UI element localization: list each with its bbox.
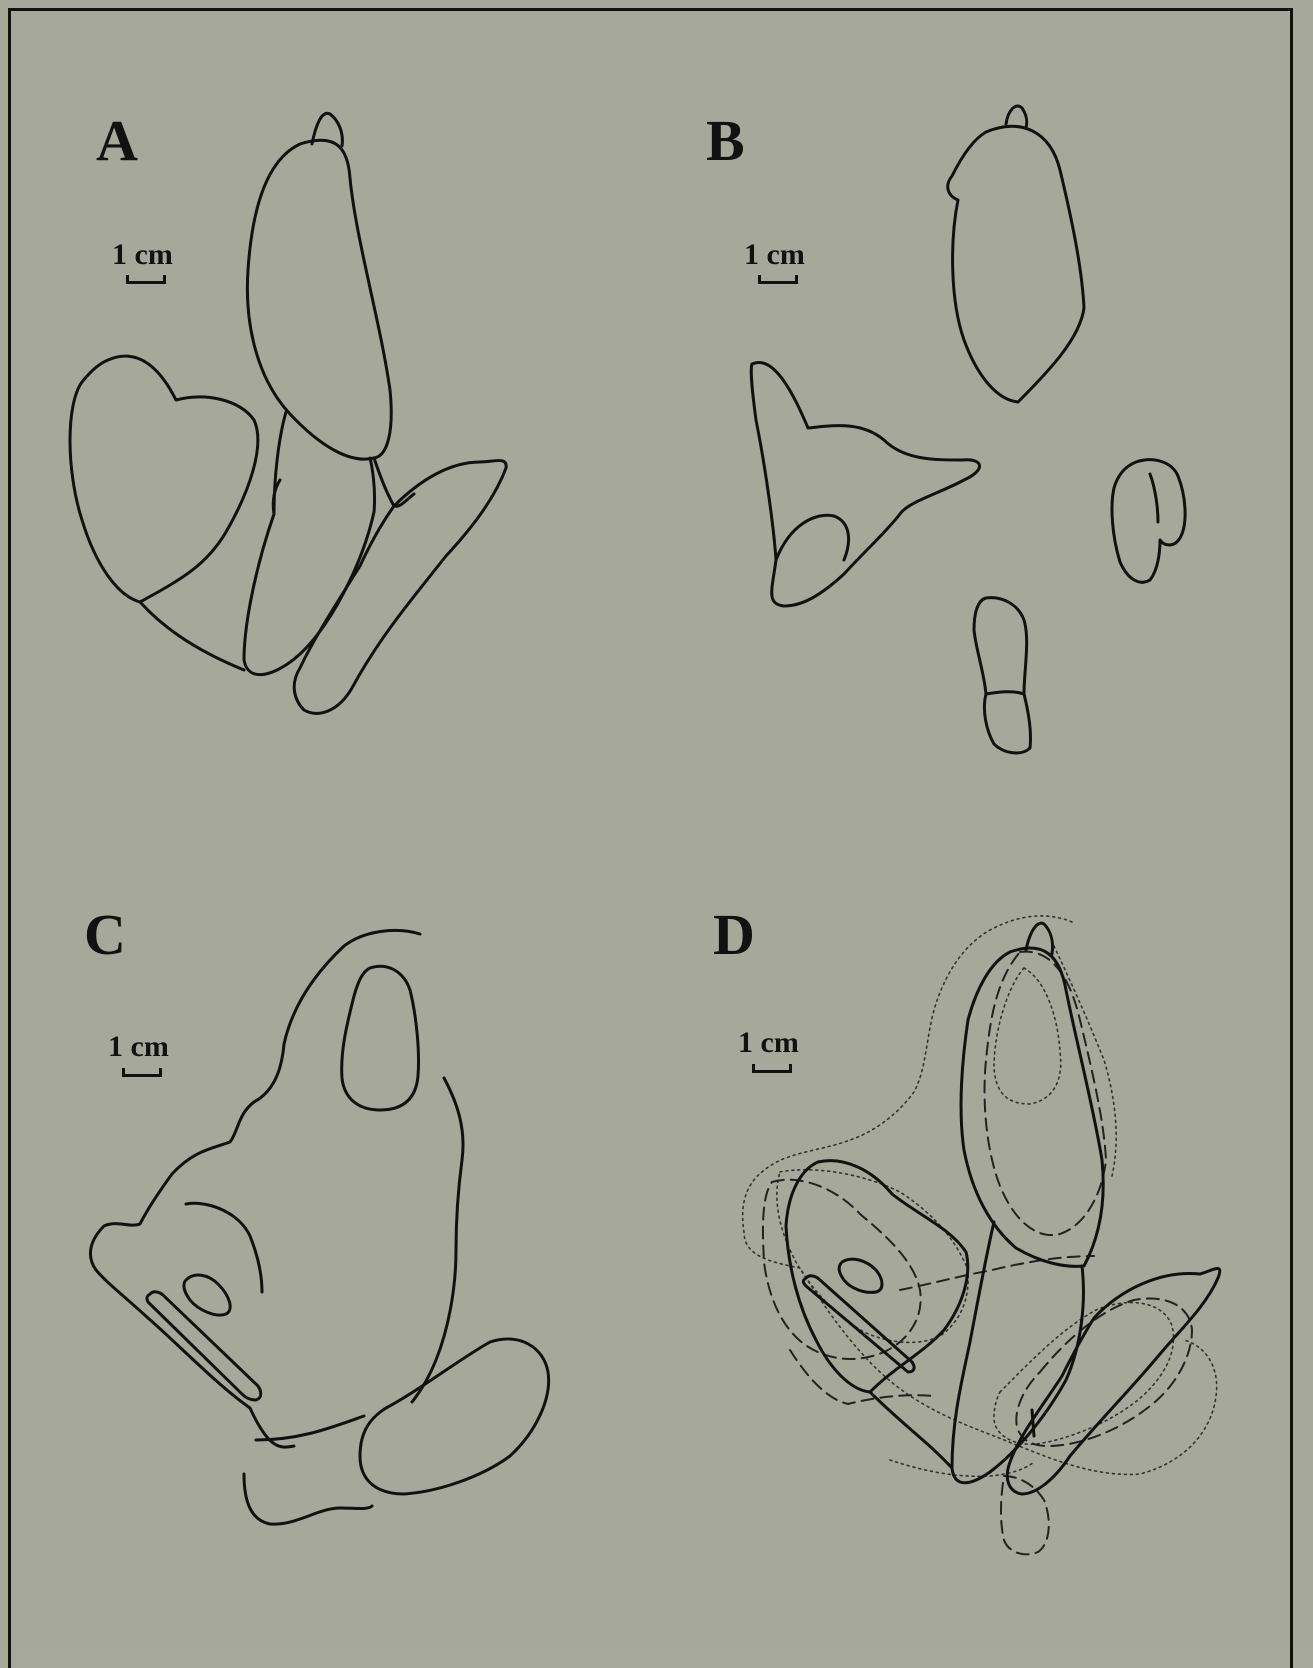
panel-c-inner-arc xyxy=(186,1203,262,1292)
panel-d-dotted-lower-arc xyxy=(890,1460,1034,1476)
panel-d-right-lobe-outline xyxy=(1007,1268,1219,1494)
panel-d-base-line xyxy=(870,1392,952,1468)
panel-d-tick-mark xyxy=(1032,1410,1034,1436)
panel-b-left-lobe-inner-outline xyxy=(776,515,849,560)
panel-a-left-lobe-outline xyxy=(70,356,258,602)
panel-b-tip-outline xyxy=(1006,106,1027,128)
panel-d-dashed-left-lobe xyxy=(763,1180,921,1359)
panel-c-long-slit xyxy=(147,1292,261,1400)
panel-d-dashed-right-lobe xyxy=(1016,1298,1192,1446)
panel-a-upper-lobe-outline xyxy=(247,140,391,459)
panel-c-small-oval xyxy=(184,1275,230,1315)
panel-d-dashed-cross-line xyxy=(900,1256,1094,1290)
panel-c-outlines xyxy=(90,930,548,1524)
panel-a-middle-lobe-outline xyxy=(244,412,375,675)
panel-b-left-lobe-outline xyxy=(751,362,979,606)
panel-d-dotted-outer-outline xyxy=(743,916,1217,1475)
panel-a-outlines xyxy=(70,113,506,713)
panel-c-bottom-outline xyxy=(244,1474,372,1524)
panel-d-outlines xyxy=(743,916,1220,1554)
panel-d-small-oval xyxy=(839,1259,882,1292)
panel-c-lower-lobe-outline xyxy=(360,1339,549,1494)
panel-c-top-lobe-outline xyxy=(342,966,419,1110)
panel-b-small-right-outline xyxy=(1112,460,1185,583)
panel-a-right-lobe-outline xyxy=(294,461,506,714)
panel-d-dotted-inner-lobe xyxy=(994,968,1061,1104)
panel-c-base-line xyxy=(256,1416,364,1440)
panel-b-small-lower-outline xyxy=(974,598,1031,753)
panel-b-small-lower-inner-line xyxy=(986,692,1024,694)
panel-b-small-right-inner-line xyxy=(1150,474,1158,522)
panel-a-connector-line xyxy=(374,458,414,506)
panel-c-right-arc xyxy=(412,1078,463,1402)
panel-b-upper-lobe-outline xyxy=(948,126,1084,402)
panel-a-base-line xyxy=(140,602,244,670)
panel-b-outlines xyxy=(751,106,1185,753)
panel-d-dotted-right-lobe xyxy=(994,1303,1174,1445)
panel-c-outer-outline xyxy=(90,930,420,1447)
